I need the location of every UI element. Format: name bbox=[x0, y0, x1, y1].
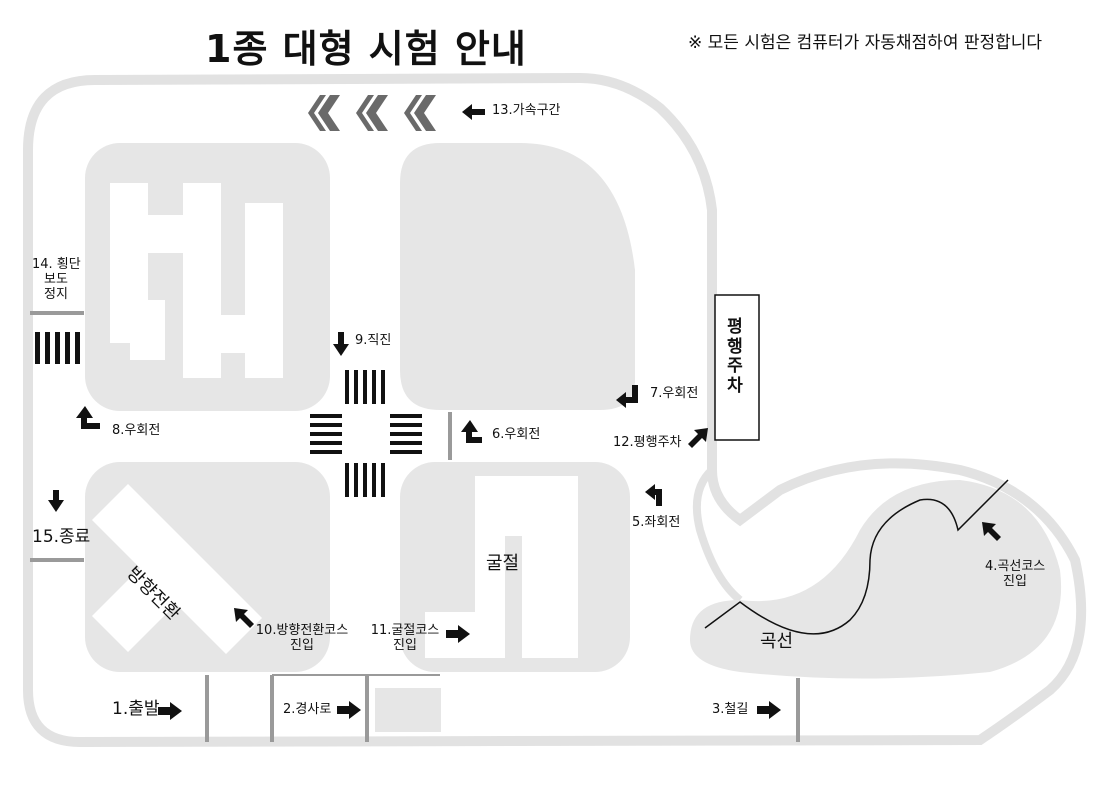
label-curve-entry-line1: 4.곡선코스 bbox=[985, 559, 1046, 574]
crosswalk-center-right bbox=[390, 414, 422, 454]
arrow-curve-entry-diag bbox=[982, 522, 1001, 541]
label-start: 1.출발 bbox=[112, 699, 160, 719]
crosswalk-center-bottom bbox=[345, 463, 385, 497]
arrow-start-right bbox=[158, 702, 182, 720]
scoring-note: ※ 모든 시험은 컴퓨터가 자동채점하여 판정합니다 bbox=[688, 33, 1043, 53]
label-crosswalk: 14. 횡단 보도 정지 bbox=[32, 257, 81, 303]
arrow-parallel-diag bbox=[688, 428, 708, 448]
area-crank: 굴절 bbox=[486, 553, 520, 574]
label-parallel-entry: 12.평행주차 bbox=[613, 435, 682, 450]
label-finish: 15.종료 bbox=[32, 527, 91, 547]
label-accel: 13.가속구간 bbox=[492, 103, 561, 118]
crosswalk-center-left bbox=[310, 414, 342, 454]
section-lines bbox=[30, 311, 800, 742]
label-rail: 3.철길 bbox=[712, 702, 749, 717]
label-left-turn-5: 5.좌회전 bbox=[632, 515, 681, 530]
label-crank-entry-line1: 11.굴절코스 bbox=[370, 623, 440, 638]
area-curve: 곡선 bbox=[760, 631, 794, 652]
direction-change-shape bbox=[92, 484, 262, 654]
arrow-straight-down bbox=[333, 332, 349, 356]
chevrons-accel bbox=[308, 95, 436, 131]
arrow-direction-entry-diag bbox=[234, 608, 254, 628]
slope-area bbox=[375, 688, 441, 732]
road-connector bbox=[692, 467, 743, 604]
label-crosswalk-line1: 14. 횡단 bbox=[32, 257, 81, 272]
area-parallel-parking: 평행주차 bbox=[727, 317, 743, 396]
arrow-turn-5 bbox=[645, 484, 662, 506]
parallel-parking-box bbox=[714, 294, 760, 441]
label-crosswalk-line2: 보도 bbox=[44, 271, 68, 287]
label-direction-entry-line2: 진입 bbox=[290, 637, 314, 653]
label-straight: 9.직진 bbox=[355, 333, 392, 348]
s-course-shape bbox=[110, 183, 283, 378]
curve-area bbox=[690, 480, 1062, 679]
curve-course-line bbox=[704, 479, 1009, 635]
block-top-right bbox=[400, 143, 635, 410]
label-direction-entry: 10.방향전환코스 진입 bbox=[252, 623, 352, 654]
label-curve-entry-line2: 진입 bbox=[1003, 573, 1027, 589]
label-crosswalk-line3: 정지 bbox=[44, 286, 68, 302]
arrow-turn-6 bbox=[461, 420, 482, 443]
label-right-turn-7: 7.우회전 bbox=[650, 386, 699, 401]
crank-course-shape bbox=[425, 476, 578, 658]
arrow-turn-8 bbox=[76, 406, 100, 429]
arrow-accel-left bbox=[462, 104, 485, 120]
arrow-slope-right bbox=[337, 701, 361, 719]
label-right-turn-6: 6.우회전 bbox=[492, 427, 541, 442]
label-curve-entry: 4.곡선코스 진입 bbox=[985, 559, 1046, 590]
outer-road-boundary bbox=[23, 72, 1087, 748]
page-title: 1종 대형 시험 안내 bbox=[205, 27, 527, 71]
arrow-rail-right bbox=[757, 701, 781, 719]
crosswalk-center-top bbox=[345, 370, 385, 404]
label-slope: 2.경사로 bbox=[283, 702, 332, 717]
label-direction-entry-line1: 10.방향전환코스 bbox=[255, 623, 349, 638]
arrow-finish-down bbox=[48, 490, 64, 512]
label-crank-entry: 11.굴절코스 진입 bbox=[370, 623, 440, 654]
crosswalk-left bbox=[35, 332, 80, 364]
arrow-turn-7 bbox=[616, 385, 638, 408]
label-crank-entry-line2: 진입 bbox=[393, 637, 417, 653]
arrow-crank-entry-right bbox=[446, 625, 470, 643]
label-right-turn-8: 8.우회전 bbox=[112, 423, 161, 438]
